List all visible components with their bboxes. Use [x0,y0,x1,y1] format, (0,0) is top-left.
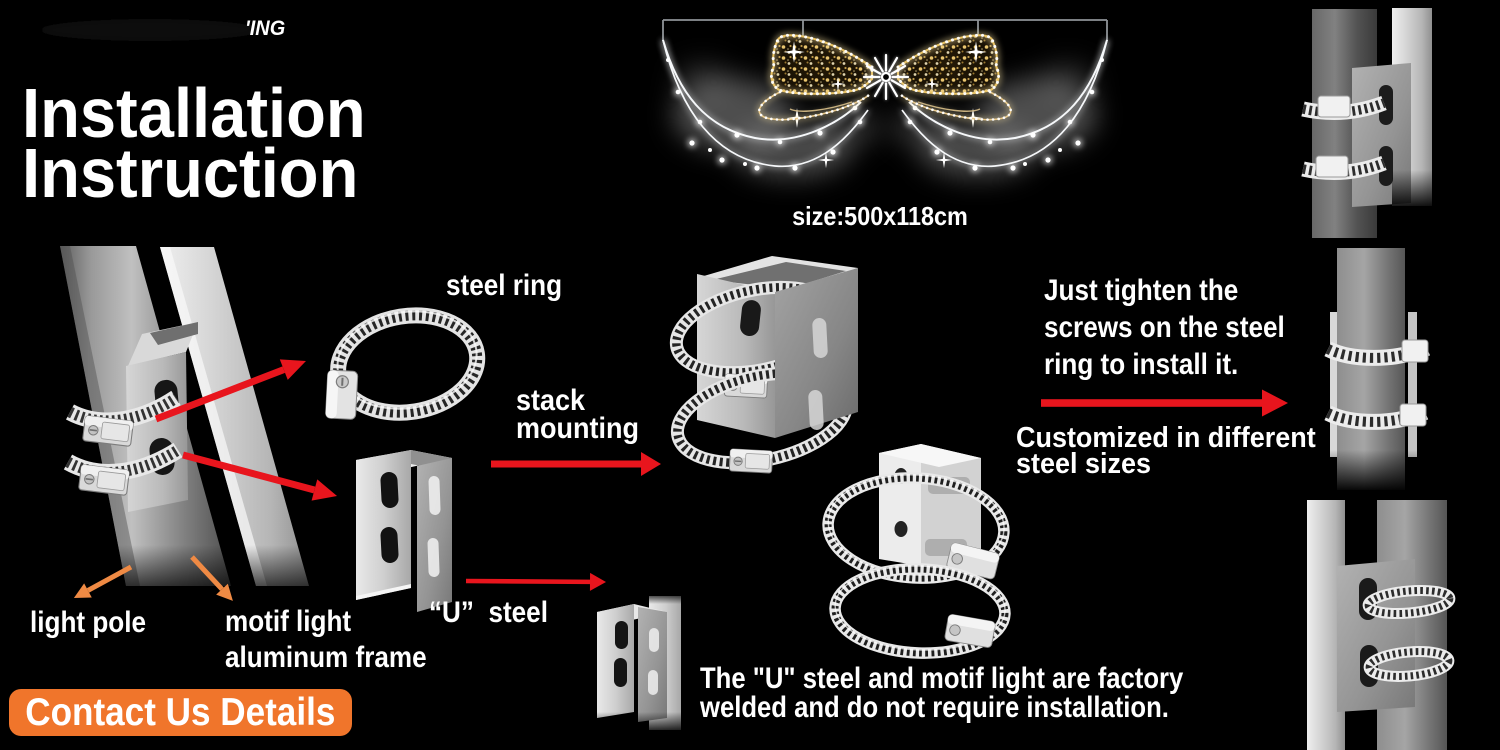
note-welded-line1: The "U" steel and motif light are factor… [700,662,1184,695]
page-title-line2: Instruction [22,134,359,212]
arrow-motif-frame [190,555,233,601]
motif-frame-lines [662,19,1108,41]
photo-pole-mid-right [1324,248,1431,492]
led-dots [666,58,864,172]
label-steel-ring: steel ring [446,269,563,302]
logo-partial: 'ING [245,17,286,40]
label-light-pole: light pole [30,606,146,639]
contact-us-label: Contact Us Details [25,691,336,734]
motif-size-label: size:500x118cm [792,201,968,231]
label-motif-frame-line1: motif light [225,605,352,638]
label-u-steel: “U” steel [429,596,548,629]
note-tighten-line3: ring to install it. [1044,348,1239,381]
arrow-u-steel-label [465,572,606,591]
note-welded-line2: welded and do not require installation. [700,691,1169,724]
arrow-to-steel-ring [154,359,306,423]
note-tighten-line1: Just tighten the [1044,274,1239,307]
photo-pole-bracket-left [40,246,340,605]
bow-wing [768,32,875,97]
label-stack-line1: stack [516,384,586,417]
bow-tail [757,90,871,122]
arrow-stack-mounting [491,452,661,476]
arrow-light-pole [73,564,133,599]
photo-bracket-with-rings [822,444,1011,659]
note-customized-line2: steel sizes [1016,448,1151,480]
photo-u-steel [356,450,452,612]
photo-steel-ring [325,307,486,421]
label-stack-line2: mounting [516,412,639,445]
arrow-tighten [1041,389,1288,417]
photo-pole-top-right [1301,8,1432,238]
photo-pole-bottom-right [1307,500,1456,750]
logo-smudge [40,19,260,41]
page-title-line1: Installation [22,74,366,152]
label-motif-frame-line2: aluminum frame [225,641,427,674]
photo-u-steel-on-frame [597,592,681,734]
note-tighten: Just tighten the screws on the steel ring … [1044,272,1285,383]
arrows [73,359,1288,601]
bow-center-star [862,53,910,101]
note-customized-line1: Customized in different [1016,422,1316,454]
arrow-to-u-steel [182,451,338,501]
photo-stack-mounted [669,256,858,474]
note-welded: The "U" steel and motif light are factor… [700,662,1184,724]
contact-us-button[interactable]: Contact Us Details [9,689,352,736]
note-tighten-line2: screws on the steel [1044,311,1285,344]
motif-light-bow [661,19,1108,178]
